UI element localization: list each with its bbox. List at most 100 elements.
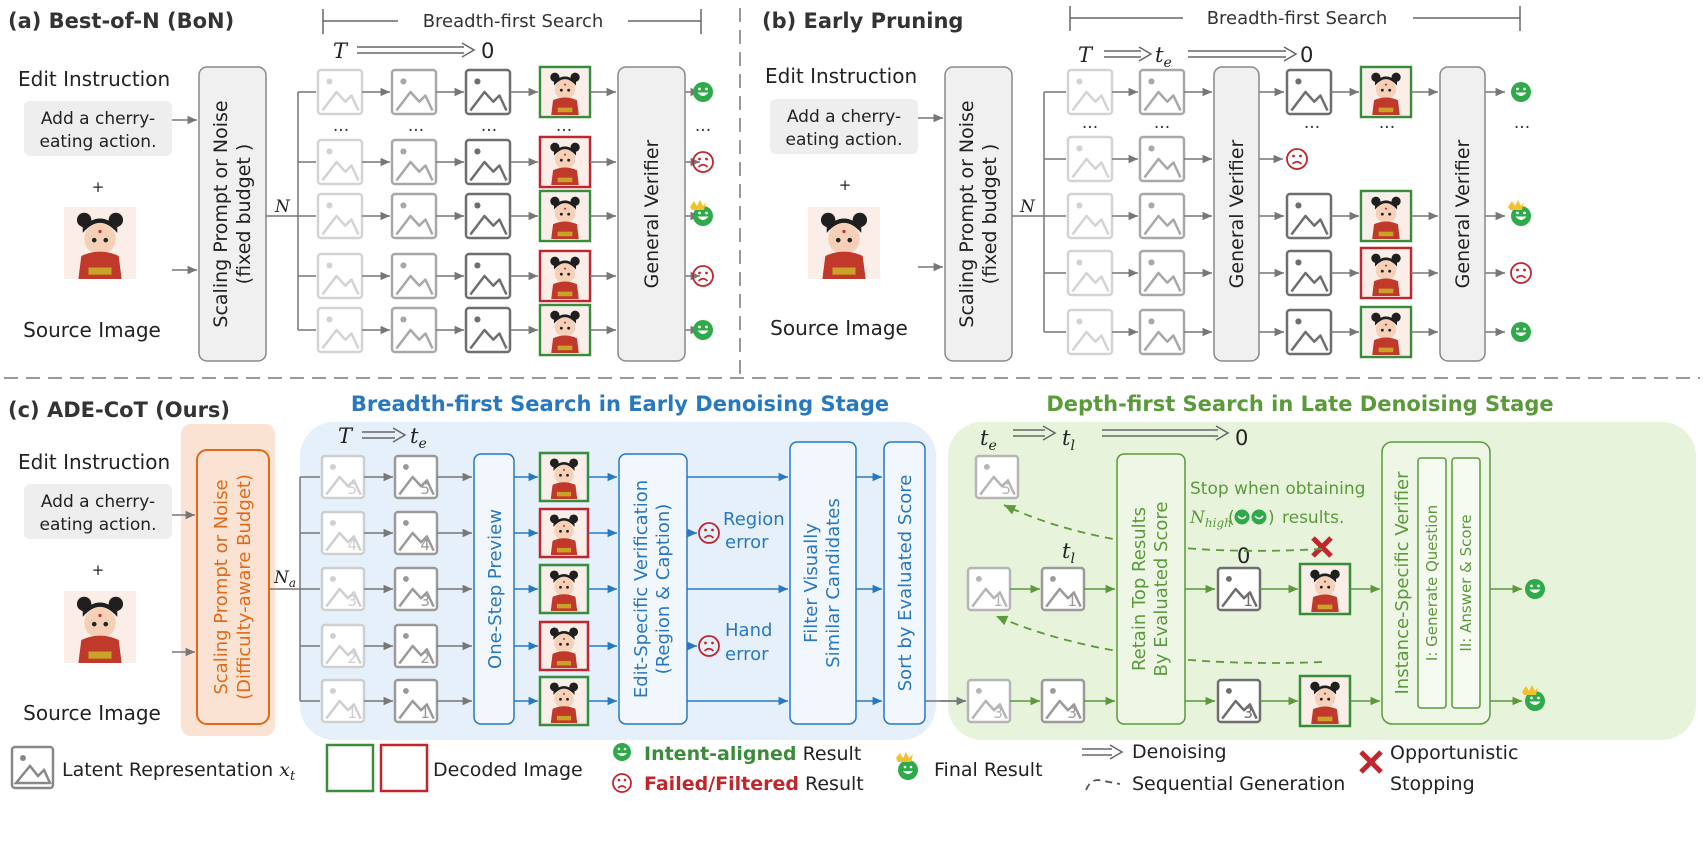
latent-icon: [1066, 135, 1114, 183]
latent-icon: [1066, 308, 1114, 356]
scaling-label-1: Scaling Prompt or Noise: [956, 100, 978, 327]
legend-stop-icon: [1359, 750, 1383, 774]
decoded-image: [1359, 305, 1413, 359]
panel-c: (c) ADE-CoT (Ours) Breadth-first Search …: [8, 392, 1696, 740]
decoded-image: [1298, 674, 1352, 728]
latent-index: 5: [1001, 480, 1011, 498]
region-error-label-1: Region: [723, 509, 785, 530]
edit-instruction-label: Edit Instruction: [18, 450, 170, 474]
verifier-label-1: General Verifier: [1226, 139, 1248, 288]
panel-c-title: (c) ADE-CoT (Ours): [8, 398, 230, 422]
panel-b: (b) Early Pruning Breadth-first Search T…: [762, 6, 1532, 362]
time-zero: 0: [481, 39, 494, 63]
latent-icon: [1138, 192, 1186, 240]
latent-icon: 5: [393, 454, 439, 500]
instruction-box: [770, 99, 918, 154]
latent-index: 1: [1067, 592, 1077, 610]
panel-a-title: (a) Best-of-N (BoN): [8, 9, 234, 33]
smile-icon: [1511, 206, 1531, 226]
legend-smile-icon: [613, 743, 631, 761]
budget-background: [181, 424, 275, 736]
denoising-arrow: [1013, 425, 1057, 441]
time-t-start: T: [333, 39, 349, 63]
legend-red-frame: [379, 743, 429, 793]
retain-label-1: Retain Top Results: [1129, 507, 1150, 671]
edit-instruction-label: Edit Instruction: [18, 67, 170, 91]
latent-icon: 3: [966, 678, 1012, 724]
smile-icon: [1525, 691, 1545, 711]
latent-icon: [1066, 192, 1114, 240]
verifier-box-1: [1213, 66, 1260, 362]
search-label-bg: [398, 9, 628, 33]
edit-instruction-label: Edit Instruction: [765, 64, 917, 88]
smile-icon: [1511, 82, 1531, 102]
time-te: te: [980, 426, 997, 454]
latent-icon: [464, 138, 512, 186]
time-tl: tl: [1062, 539, 1075, 567]
latent-index: 1: [347, 704, 357, 722]
latent-icon: 3: [1216, 678, 1262, 724]
search-label: Breadth-first Search: [1207, 8, 1388, 29]
latent-index: 5: [420, 480, 430, 498]
latent-icon: [316, 138, 364, 186]
latent-icon: [390, 138, 438, 186]
source-image: [808, 207, 880, 279]
latent-index: 3: [993, 704, 1003, 722]
ellipsis: ...: [1154, 113, 1170, 133]
latent-index: 3: [1243, 704, 1253, 722]
time-te: te: [1155, 43, 1172, 71]
crown-icon: [1508, 200, 1524, 210]
source-image: [64, 591, 136, 663]
verifier-label: General Verifier: [641, 139, 663, 288]
panel-b-rows: [1044, 65, 1532, 359]
latent-icon: [464, 68, 512, 116]
decoded-image: [538, 65, 592, 119]
decoded-image: [538, 563, 590, 615]
latent-icon: [1285, 68, 1333, 116]
latent-icon: [316, 306, 364, 354]
smile-icon: [693, 320, 713, 340]
legend-final-label: Final Result: [934, 759, 1043, 781]
decoded-image: [1359, 65, 1413, 119]
sort-by-score-box: [883, 441, 926, 725]
frown-icon: [1286, 148, 1308, 170]
latent-icon: 4: [320, 510, 366, 556]
denoising-arrow: [357, 42, 476, 58]
latent-icon: [1285, 308, 1333, 356]
source-image: [64, 207, 136, 279]
denoising-arrow: [1102, 425, 1230, 441]
plus-sign: +: [92, 178, 105, 196]
time-te: te: [410, 424, 427, 452]
ellipsis: ...: [556, 116, 572, 136]
instruction-box: [24, 101, 172, 156]
denoising-arrow: [362, 427, 407, 443]
stop-condition-line-2: results.: [1282, 508, 1344, 528]
verifier-box: [617, 66, 686, 362]
filter-label-2: Similar Candidates: [823, 498, 844, 668]
na-label: Na: [273, 568, 296, 590]
smile-icon: [1511, 322, 1531, 342]
decoded-image: [538, 249, 592, 303]
latent-icon: 3: [393, 566, 439, 612]
legend-denoising-label: Denoising: [1132, 741, 1227, 763]
instruction-box: [24, 484, 172, 539]
crown-icon: [690, 200, 706, 210]
decoded-image: [1359, 246, 1413, 300]
legend-intent-label: Intent-aligned Result: [644, 743, 861, 765]
latent-icon: [464, 252, 512, 300]
latent-icon: 1: [966, 566, 1012, 612]
latent-icon: [1138, 68, 1186, 116]
retain-top-box: [1116, 453, 1186, 725]
stop-x-icon: [1311, 536, 1333, 558]
latent-icon: 1: [320, 678, 366, 724]
smile-icon: [693, 82, 713, 102]
decoded-image: [538, 620, 590, 672]
legend-sequential-icon: [1085, 779, 1121, 791]
one-step-preview-box: [473, 453, 515, 725]
retain-label-2: By Evaluated Score: [1151, 502, 1172, 677]
legend-denoising-icon: [1082, 744, 1124, 760]
legend-green-frame: [325, 743, 375, 793]
decoded-image: [538, 507, 590, 559]
